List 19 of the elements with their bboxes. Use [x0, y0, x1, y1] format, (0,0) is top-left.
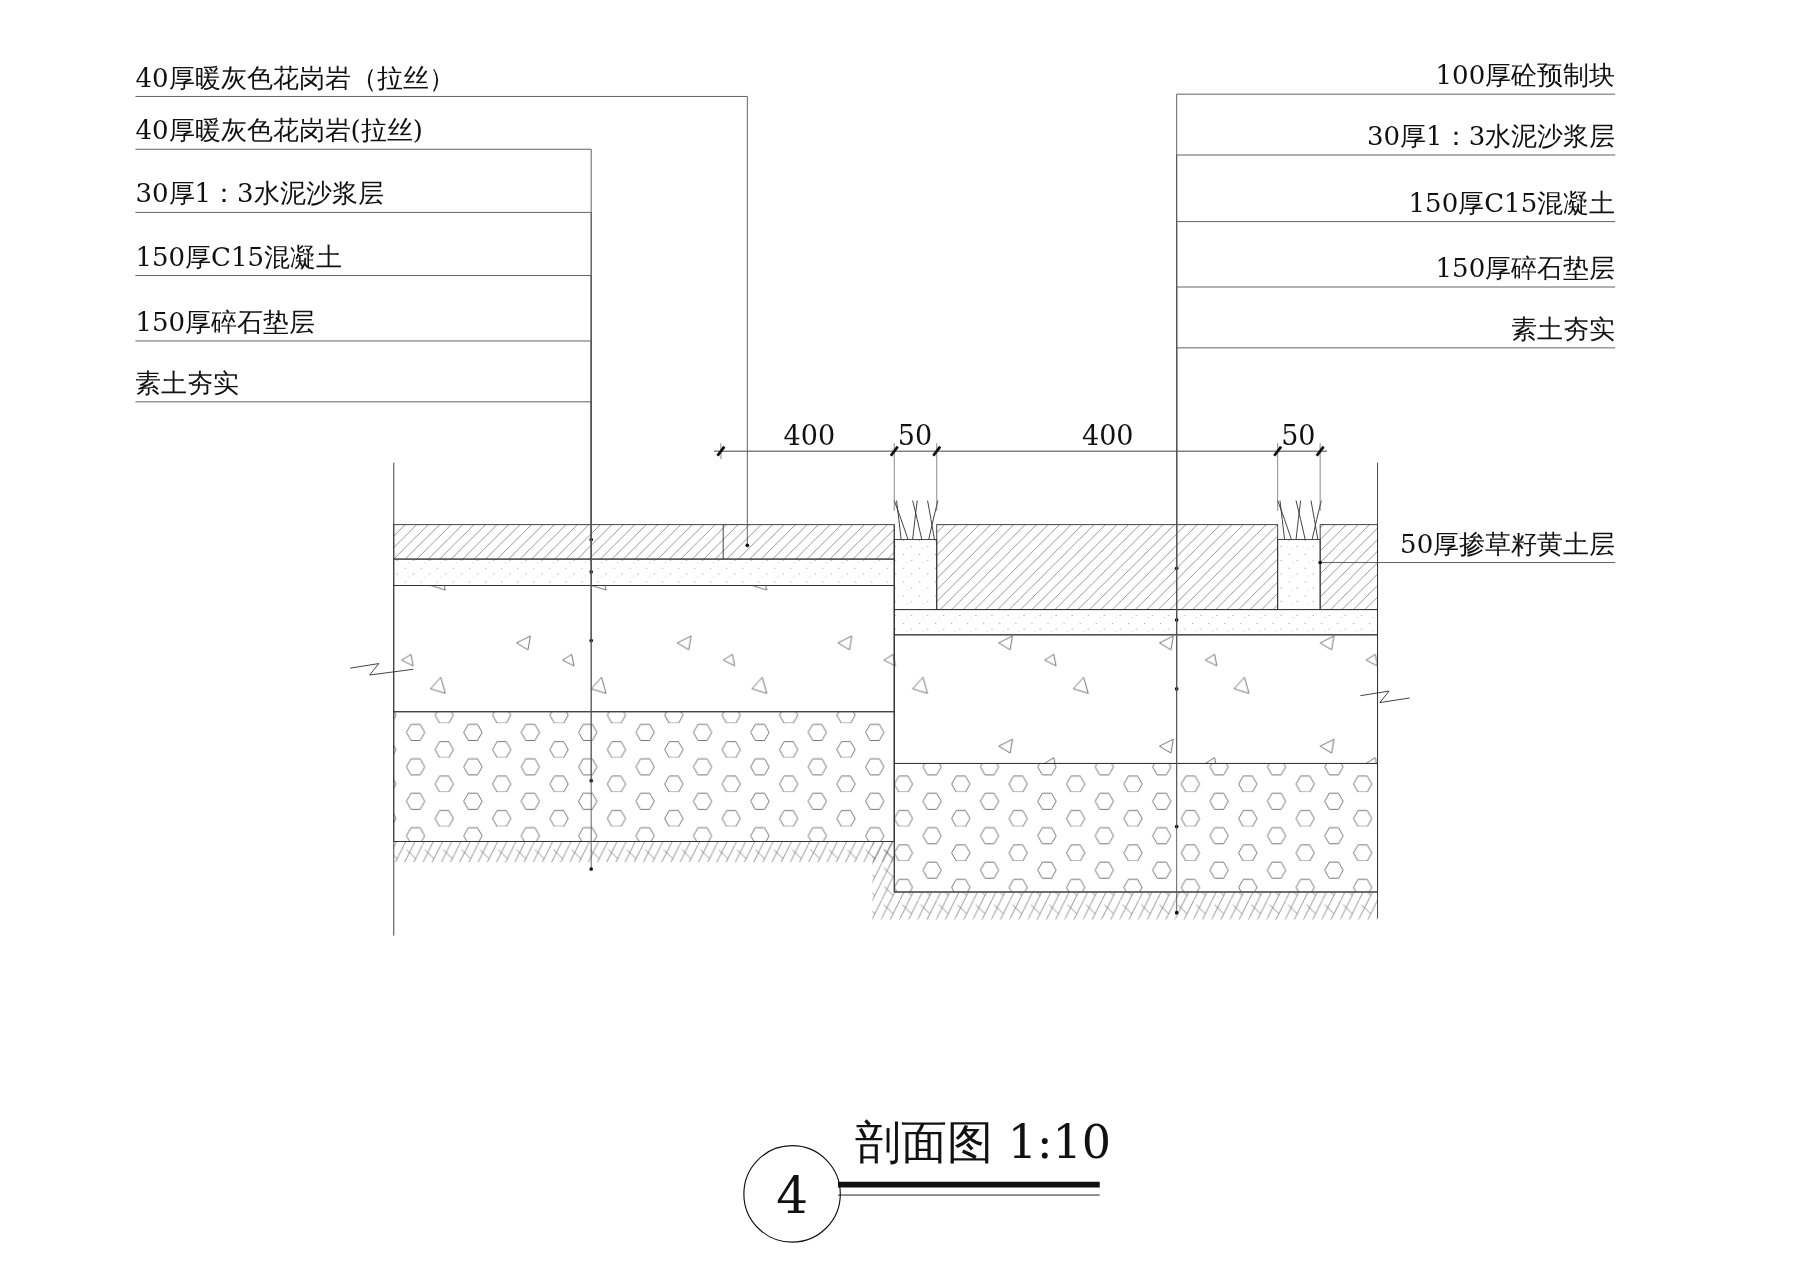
layer-label: 150厚碎石垫层 — [1435, 254, 1616, 287]
dimension-value: 50 — [897, 422, 933, 450]
layer-label: 30厚1：3水泥沙浆层 — [1367, 122, 1616, 155]
layer-label: 30厚1：3水泥沙浆层 — [135, 179, 384, 213]
layer-label: 40厚暖灰色花岗岩（拉丝） — [135, 63, 455, 97]
section-number: 4 — [776, 1171, 808, 1222]
layer-label: 150厚C15混凝土 — [1408, 188, 1616, 222]
section-title: 剖面图 1:10 — [855, 1119, 1112, 1166]
layer-label: 素土夯实 — [1511, 314, 1616, 348]
layer-label: 50厚掺草籽黄土层 — [1400, 529, 1616, 563]
layer-label: 100厚砼预制块 — [1435, 61, 1616, 95]
layer-label: 40厚暖灰色花岗岩(拉丝) — [135, 116, 423, 150]
layer-label: 素土夯实 — [135, 368, 240, 402]
planting-soil-strip — [1277, 539, 1321, 611]
dimension-value: 50 — [1281, 422, 1316, 450]
dimension-value: 400 — [1082, 422, 1134, 450]
layer-label: 150厚碎石垫层 — [135, 308, 316, 341]
layer-label: 150厚C15混凝土 — [135, 242, 343, 276]
dimension-value: 400 — [783, 422, 836, 450]
